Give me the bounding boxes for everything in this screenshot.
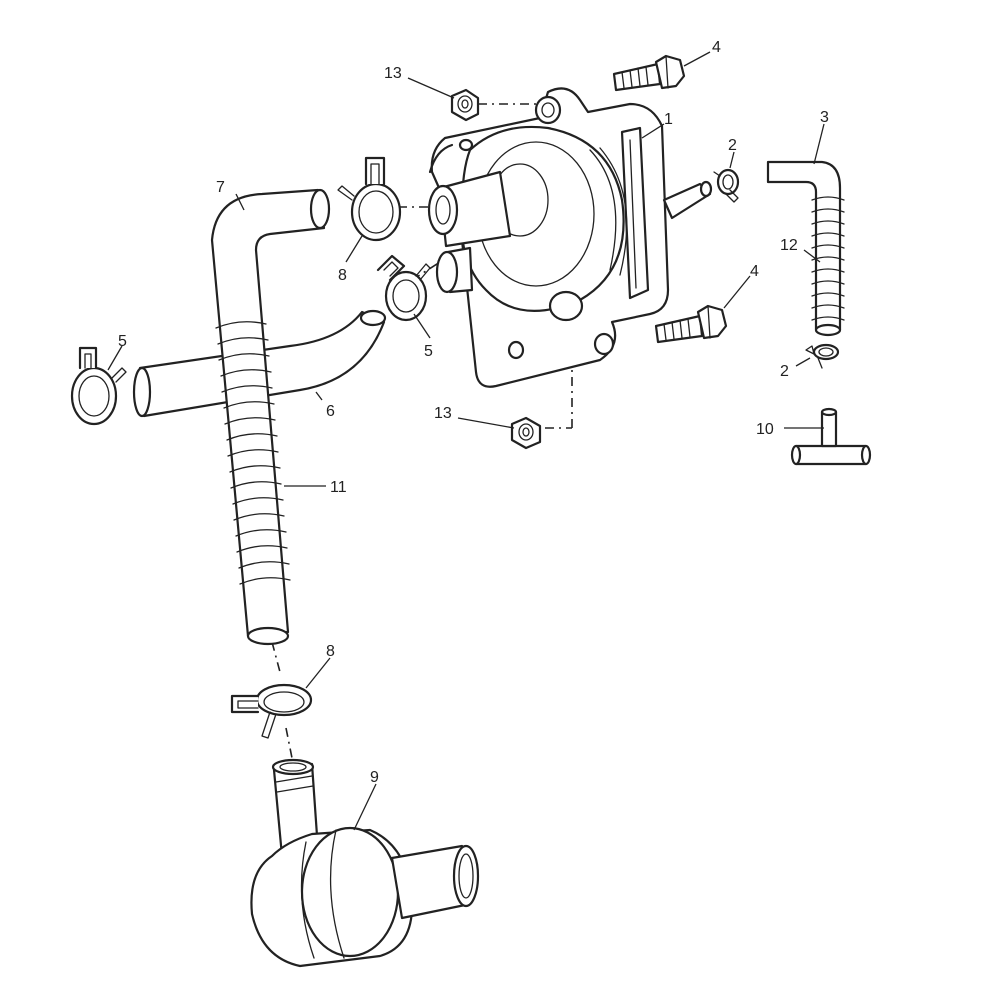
thermostat-housing[interactable] — [250, 758, 480, 968]
label-8-lower: 8 — [326, 643, 335, 660]
small-breather-hose[interactable] — [766, 160, 842, 337]
label-2-upper: 2 — [728, 137, 737, 154]
bypass-clamp-left[interactable] — [70, 346, 127, 426]
flange-nut-lower[interactable] — [510, 416, 542, 450]
label-11: 11 — [330, 479, 347, 496]
label-10: 10 — [756, 421, 774, 438]
label-3: 3 — [820, 109, 829, 126]
hose-protector-spring[interactable] — [215, 321, 291, 585]
label-2-lower: 2 — [780, 363, 789, 380]
label-4-lower: 4 — [750, 263, 759, 280]
label-8-upper: 8 — [338, 267, 347, 284]
callout-labels: 13 4 1 2 3 7 8 5 5 4 12 2 6 13 10 11 8 9 — [118, 39, 829, 786]
bypass-clamp-right[interactable] — [376, 254, 431, 322]
leader-lines — [107, 51, 825, 831]
flange-bolt-upper[interactable] — [612, 54, 686, 92]
label-13-upper: 13 — [384, 65, 402, 82]
label-6: 6 — [326, 403, 335, 420]
hose-clamp-upper[interactable] — [337, 156, 402, 242]
label-7: 7 — [216, 179, 225, 196]
small-clamp-upper[interactable] — [713, 168, 740, 203]
label-12: 12 — [780, 237, 798, 254]
tee-joint[interactable] — [790, 407, 872, 466]
hose-clamp-lower[interactable] — [230, 683, 313, 739]
label-13-lower: 13 — [434, 405, 452, 422]
label-5-left: 5 — [118, 333, 127, 350]
label-4-upper: 4 — [712, 39, 721, 56]
flange-bolt-lower[interactable] — [654, 304, 728, 344]
small-clamp-lower[interactable] — [805, 343, 840, 369]
flange-nut-upper[interactable] — [450, 88, 480, 122]
hose-protector-spring-small[interactable] — [811, 196, 845, 321]
water-pump-hose[interactable] — [210, 188, 331, 646]
label-1: 1 — [664, 111, 673, 128]
water-pump-body[interactable] — [427, 87, 713, 388]
label-5-right: 5 — [424, 343, 433, 360]
label-9: 9 — [370, 769, 379, 786]
